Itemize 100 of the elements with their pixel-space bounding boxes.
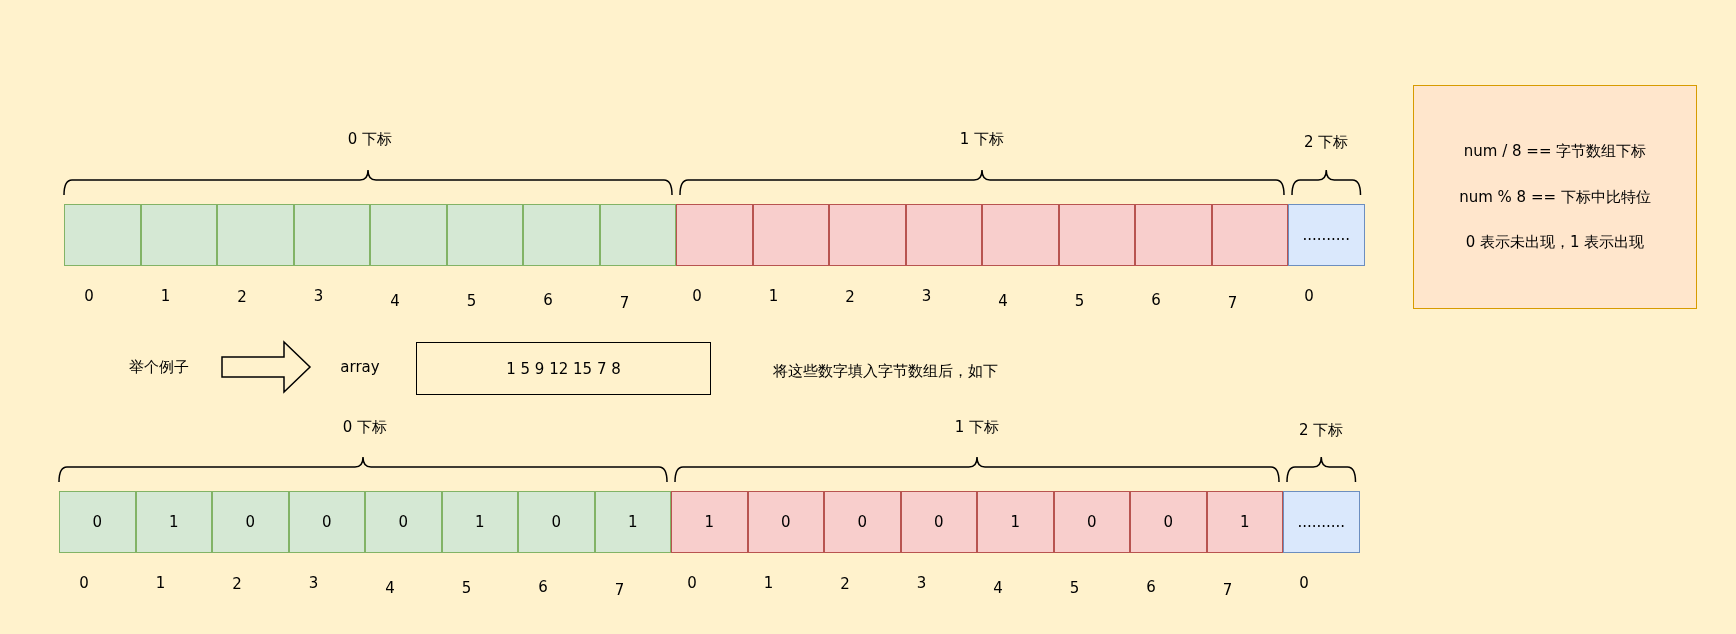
index-number: 6 (1146, 578, 1156, 596)
node-text: 举个例子 (129, 357, 189, 377)
node-text: 1 (1239, 513, 1250, 531)
array-cell (370, 204, 447, 266)
index-number: 6 (543, 291, 553, 309)
array-cell (288, 491, 365, 553)
index-number: 2 (237, 288, 247, 306)
index-number: 0 (84, 287, 94, 305)
node-text: 0 (1086, 513, 1097, 531)
node-text: 1 (474, 513, 485, 531)
array-cell (1283, 491, 1360, 553)
node-text: num % 8 == 下标中比特位 (1459, 187, 1651, 207)
array-cell (1130, 491, 1207, 553)
array-cell (518, 491, 595, 553)
index-number: 7 (1222, 581, 1233, 599)
array-cell (829, 204, 906, 266)
array-cell (1135, 204, 1212, 266)
note-text: 将这些数字填入字节数组后，如下 (772, 362, 998, 381)
index-number: 4 (385, 579, 395, 597)
node-text: 1 (168, 513, 179, 531)
array-cell (365, 491, 442, 553)
index-number: 3 (916, 574, 927, 592)
array-cell (59, 491, 136, 553)
index-number: 0 (79, 574, 89, 592)
node-text: 0 (398, 513, 408, 531)
array-cell (1058, 204, 1135, 266)
index-number: 6 (1151, 291, 1161, 309)
array-cell (446, 204, 523, 266)
index-number: 5 (466, 292, 477, 310)
block-arrow (221, 340, 312, 394)
index-number: 2 (845, 288, 855, 306)
index-number: 1 (763, 574, 774, 592)
array-cell (1053, 491, 1130, 553)
index-number: 4 (998, 292, 1008, 310)
node-text: .......... (1302, 226, 1351, 244)
index-number: 0 (1299, 574, 1309, 592)
array-cell (599, 204, 676, 266)
array-cell (523, 204, 600, 266)
brace-label: 1 下标 (959, 130, 1005, 149)
brace-label: 2 下标 (1299, 421, 1344, 440)
array-cell (747, 491, 824, 553)
index-number: 3 (313, 287, 324, 305)
index-number: 1 (768, 287, 779, 305)
index-number: 0 (1304, 287, 1314, 305)
node-text: 0 表示未出现，1 表示出现 (1465, 232, 1645, 252)
value-box (416, 342, 711, 395)
array-cell (64, 204, 141, 266)
array-cell (671, 491, 748, 553)
node-text: 0 (321, 513, 332, 531)
node-text: 0 (933, 513, 944, 531)
index-number: 0 (692, 287, 702, 305)
index-number: 5 (461, 579, 472, 597)
brace-label: 0 下标 (347, 130, 393, 149)
node-text: 1 5 9 12 15 7 8 (506, 359, 621, 378)
array-cell (217, 204, 294, 266)
index-number: 4 (390, 292, 400, 310)
index-number: 2 (232, 575, 242, 593)
array-cell (1288, 204, 1365, 266)
array-cell (752, 204, 829, 266)
array-cell (1206, 491, 1283, 553)
array-cell (140, 204, 217, 266)
node-text: num / 8 == 字节数组下标 (1463, 142, 1647, 162)
note-box (1413, 85, 1697, 309)
index-number: 4 (993, 579, 1003, 597)
array-cell (824, 491, 901, 553)
node-text: .......... (1297, 513, 1346, 531)
brace-label: 2 下标 (1304, 133, 1349, 152)
index-number: 5 (1074, 292, 1085, 310)
index-number: 7 (619, 294, 630, 312)
node-text: 0 (780, 513, 791, 531)
index-number: 3 (921, 287, 932, 305)
index-number: 3 (308, 574, 319, 592)
array-cell (676, 204, 753, 266)
index-number: 0 (687, 574, 697, 592)
node-text: 0 (857, 513, 867, 531)
node-text: 0 (1163, 513, 1173, 531)
index-number: 6 (538, 578, 548, 596)
node-text: 1 (627, 513, 638, 531)
brace-label: 0 下标 (342, 418, 388, 437)
index-number: 1 (155, 574, 166, 592)
index-number: 2 (840, 575, 850, 593)
index-number: 7 (1227, 294, 1238, 312)
array-cell (905, 204, 982, 266)
array-cell (135, 491, 212, 553)
node-text: 1 (1010, 513, 1020, 531)
array-cell (900, 491, 977, 553)
index-number: 5 (1069, 579, 1080, 597)
array-cell (212, 491, 289, 553)
index-number: 1 (160, 287, 171, 305)
array-cell (982, 204, 1059, 266)
array-cell (977, 491, 1054, 553)
array-cell (594, 491, 671, 553)
array-cell (441, 491, 518, 553)
node-text: array (340, 358, 380, 376)
node-text: 0 (245, 513, 255, 531)
node-text: 0 (92, 513, 102, 531)
array-cell (1211, 204, 1288, 266)
node-text: 1 (704, 513, 714, 531)
node-text: 0 (551, 513, 561, 531)
index-number: 7 (614, 581, 625, 599)
